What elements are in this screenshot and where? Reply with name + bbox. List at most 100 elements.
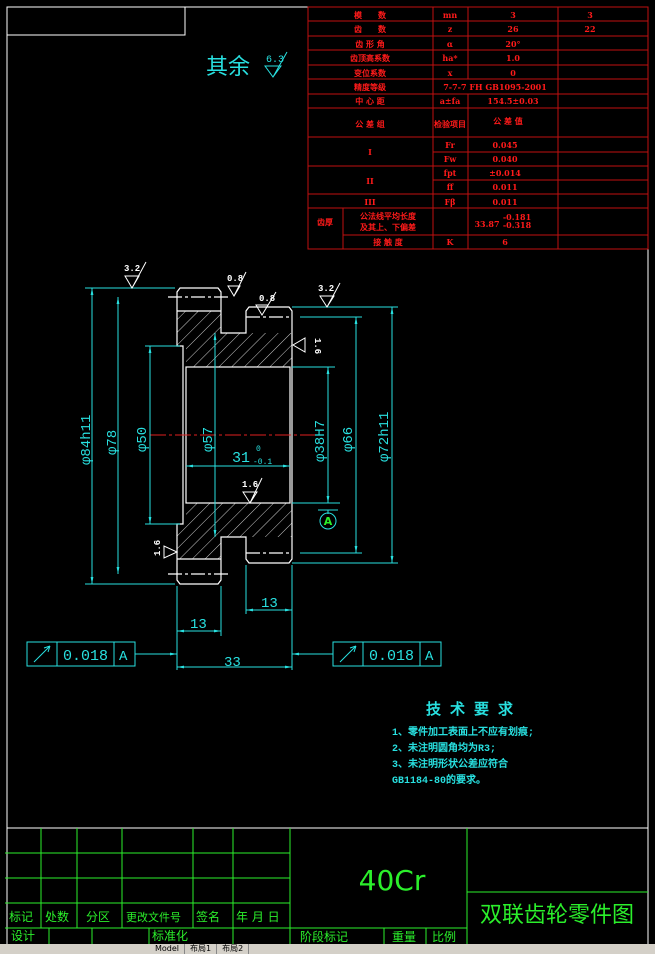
- svg-text:z: z: [448, 24, 453, 34]
- svg-text:ha*: ha*: [442, 53, 458, 63]
- dimension-texts: φ84h11 φ78 φ50 φ57 31 0 -0.1 φ38H7 φ66 φ…: [79, 412, 393, 671]
- svg-text:-0.318: -0.318: [503, 220, 532, 230]
- svg-text:3、未注明形状公差应符合: 3、未注明形状公差应符合: [392, 757, 509, 771]
- svg-text:α: α: [447, 39, 453, 49]
- tab-model[interactable]: Model: [150, 944, 186, 954]
- svg-text:3: 3: [587, 10, 593, 20]
- svg-text:II: II: [366, 176, 374, 186]
- svg-text:1.6: 1.6: [242, 480, 258, 490]
- svg-text:20°: 20°: [505, 39, 520, 49]
- svg-text:-0.1: -0.1: [253, 458, 272, 467]
- svg-text:2、未注明圆角均为R3;: 2、未注明圆角均为R3;: [392, 741, 496, 755]
- dimensions: [85, 287, 398, 670]
- svg-text:公 差 值: 公 差 值: [493, 116, 523, 126]
- svg-text:0.011: 0.011: [492, 182, 517, 192]
- svg-text:0: 0: [256, 445, 261, 454]
- title-block: 40Cr 双联齿轮零件图 标记 处数 分区 更改文件号 签名 年 月 日 设计 …: [5, 828, 648, 944]
- svg-text:比例: 比例: [432, 930, 456, 944]
- svg-text:GB1184-80的要求。: GB1184-80的要求。: [392, 773, 486, 787]
- svg-text:φ57: φ57: [201, 427, 217, 452]
- svg-text:3.2: 3.2: [124, 264, 140, 274]
- svg-text:x: x: [448, 68, 453, 78]
- svg-text:6: 6: [502, 237, 508, 247]
- svg-text:1.0: 1.0: [506, 53, 520, 63]
- svg-text:阶段标记: 阶段标记: [300, 929, 348, 944]
- svg-text:40Cr: 40Cr: [359, 864, 426, 897]
- svg-text:I: I: [368, 147, 372, 157]
- svg-text:模 数: 模 数: [354, 10, 387, 20]
- svg-text:接 触 度: 接 触 度: [373, 237, 404, 247]
- svg-text:ff: ff: [447, 182, 454, 192]
- svg-text:3: 3: [510, 10, 516, 20]
- svg-text:φ66: φ66: [341, 427, 357, 452]
- svg-text:技 术 要 求: 技 术 要 求: [426, 700, 514, 719]
- svg-text:标准化: 标准化: [152, 929, 188, 943]
- svg-text:154.5±0.03: 154.5±0.03: [487, 96, 539, 106]
- svg-text:a±fa: a±fa: [440, 96, 461, 106]
- svg-text:公 差 组: 公 差 组: [355, 119, 385, 129]
- roughness-symbols: 3.2 0.8 0.8 3.2 1.6 1.6 1.6: [124, 261, 341, 559]
- svg-text:设计: 设计: [11, 929, 35, 943]
- svg-text:33: 33: [224, 655, 241, 671]
- runout-icon: [33, 645, 51, 663]
- svg-text:公法线平均长度: 公法线平均长度: [360, 211, 417, 221]
- svg-text:齿 数: 齿 数: [354, 24, 387, 34]
- svg-text:φ50: φ50: [135, 427, 151, 452]
- svg-text:Fβ: Fβ: [445, 197, 456, 207]
- dim-d84: φ84h11: [79, 415, 95, 465]
- svg-text:mn: mn: [443, 10, 457, 20]
- runout-tolerance-left: 0.018 A: [26, 641, 136, 667]
- svg-text:0.018: 0.018: [63, 648, 108, 665]
- svg-text:更改文件号: 更改文件号: [126, 910, 181, 924]
- dim-d78: φ78: [105, 430, 121, 455]
- svg-text:φ72h11: φ72h11: [377, 412, 393, 462]
- svg-text:及其上、下偏差: 及其上、下偏差: [360, 222, 416, 232]
- svg-text:其余: 其余: [206, 55, 250, 81]
- svg-text:22: 22: [584, 24, 595, 34]
- svg-text:齿顶高系数: 齿顶高系数: [350, 53, 391, 63]
- svg-text:13: 13: [190, 617, 207, 633]
- svg-text:-0.181: -0.181: [503, 212, 531, 222]
- svg-text:±0.014: ±0.014: [489, 168, 521, 178]
- datum-label: A: [324, 515, 333, 528]
- svg-text:中 心 距: 中 心 距: [355, 96, 385, 106]
- svg-text:A: A: [425, 649, 434, 665]
- runout-icon: [339, 645, 357, 663]
- svg-text:φ38H7: φ38H7: [313, 420, 329, 462]
- svg-text:1.6: 1.6: [153, 540, 163, 556]
- svg-text:签名: 签名: [196, 909, 220, 924]
- svg-text:A: A: [119, 649, 128, 665]
- svg-text:31: 31: [232, 450, 250, 467]
- svg-text:重量: 重量: [392, 930, 416, 944]
- svg-text:分区: 分区: [86, 910, 110, 924]
- svg-text:6.3: 6.3: [266, 55, 284, 66]
- svg-text:双联齿轮零件图: 双联齿轮零件图: [480, 903, 634, 928]
- svg-text:7-7-7 FH GB1095-2001: 7-7-7 FH GB1095-2001: [443, 82, 547, 92]
- svg-text:K: K: [447, 237, 455, 247]
- svg-text:III: III: [364, 197, 375, 207]
- svg-text:标记: 标记: [9, 910, 33, 924]
- svg-text:26: 26: [507, 24, 519, 34]
- svg-text:13: 13: [261, 596, 278, 612]
- svg-text:0: 0: [510, 68, 516, 78]
- general-roughness: 其余 6.3: [206, 51, 288, 81]
- svg-text:0.8: 0.8: [227, 274, 243, 284]
- svg-text:处数: 处数: [45, 909, 69, 924]
- svg-text:Fr: Fr: [445, 140, 456, 150]
- gear-parameter-table: 模 数 mn 3 3 齿 数 z 26 22 齿 形 角 α 20° 齿顶高系数 ha* 1.0 变…: [307, 6, 649, 250]
- svg-text:齿 形 角: 齿 形 角: [355, 39, 385, 49]
- svg-text:Fw: Fw: [444, 154, 458, 164]
- svg-text:fpt: fpt: [444, 168, 457, 178]
- svg-text:1、零件加工表面上不应有划痕;: 1、零件加工表面上不应有划痕;: [392, 725, 534, 739]
- technical-requirements: 技 术 要 求 1、零件加工表面上不应有划痕; 2、未注明圆角均为R3; 3、未…: [392, 700, 534, 787]
- svg-text:33.87: 33.87: [474, 219, 499, 229]
- svg-text:0.018: 0.018: [369, 648, 414, 665]
- svg-text:检验项目: 检验项目: [434, 119, 466, 129]
- svg-text:0.045: 0.045: [492, 140, 517, 150]
- svg-text:3.2: 3.2: [318, 284, 334, 294]
- svg-text:变位系数: 变位系数: [354, 68, 387, 78]
- tab-layout1[interactable]: 布局1: [185, 944, 218, 954]
- tab-layout2[interactable]: 布局2: [217, 944, 250, 954]
